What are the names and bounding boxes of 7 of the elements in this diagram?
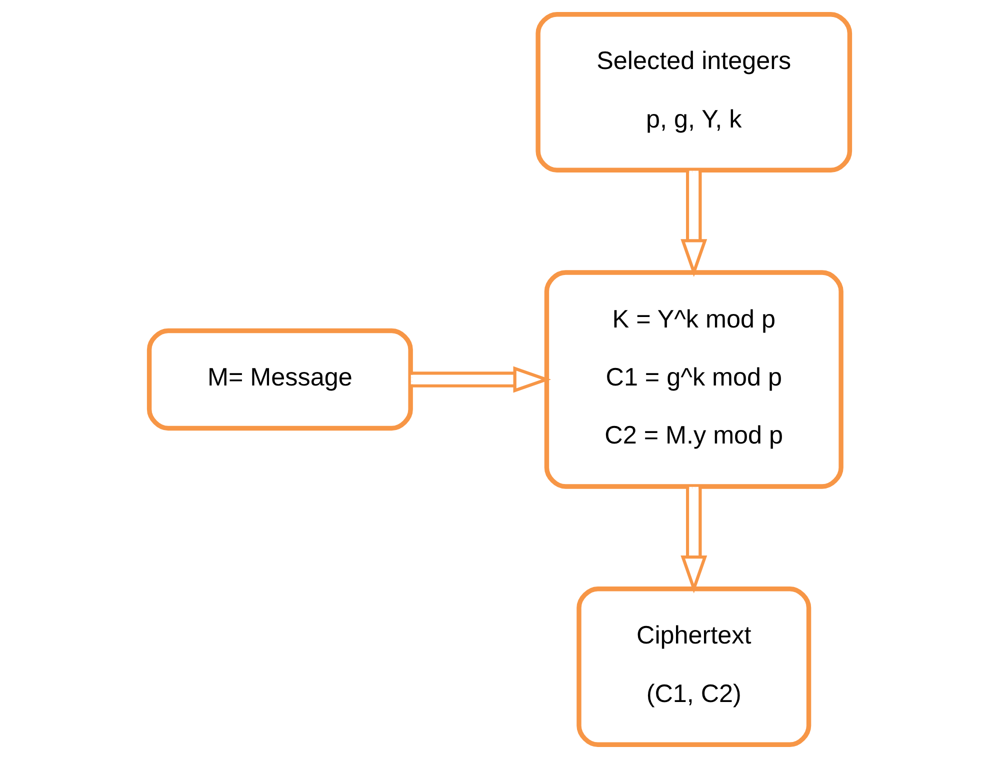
arrow [410, 366, 551, 393]
node-box: M= Message [146, 328, 412, 431]
node-box: K = Y^k mod p C1 = g^k mod p C2 = M.y mod p [544, 270, 843, 489]
node-box: Selected integers p, g, Y, k [535, 12, 852, 173]
node-box: Ciphertext (C1, C2) [576, 586, 811, 748]
arrow [680, 486, 707, 594]
arrow [680, 170, 707, 277]
